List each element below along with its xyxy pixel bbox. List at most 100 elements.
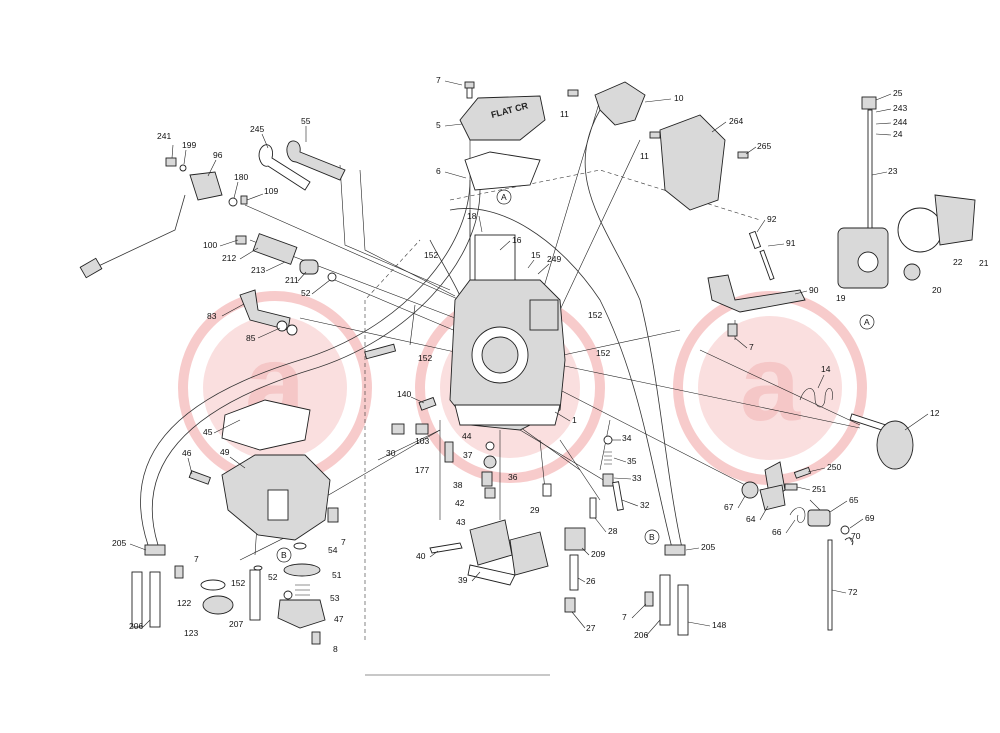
callout-label: 205 bbox=[112, 538, 126, 548]
callout-label: 152 bbox=[424, 250, 438, 260]
callout-label: 12 bbox=[930, 408, 940, 418]
callout-label: 85 bbox=[246, 333, 256, 343]
callout-label: 11 bbox=[640, 151, 649, 161]
callout-label: 211 bbox=[285, 275, 299, 285]
callout-label: 207 bbox=[229, 619, 243, 629]
callout-label: 90 bbox=[809, 285, 819, 295]
svg-text:a: a bbox=[740, 322, 801, 443]
callout-label: 36 bbox=[508, 472, 518, 482]
callout-label: 7 bbox=[622, 612, 627, 622]
callout-label: 19 bbox=[836, 293, 846, 303]
reference-marker-b bbox=[276, 547, 292, 563]
callout-label: 55 bbox=[301, 116, 311, 126]
callout-label: 249 bbox=[547, 254, 561, 264]
callout-label: 30 bbox=[386, 448, 396, 458]
callout-label: 23 bbox=[888, 166, 898, 176]
callout-label: 152 bbox=[418, 353, 432, 363]
callout-label: 29 bbox=[530, 505, 540, 515]
leader-lines bbox=[129, 80, 929, 637]
callout-label: 212 bbox=[222, 253, 236, 263]
callout-label: 16 bbox=[512, 235, 522, 245]
callout-label: 46 bbox=[182, 448, 192, 458]
pump-rod-assembly bbox=[707, 230, 806, 313]
watermark-logo-right: a bbox=[673, 291, 867, 485]
callout-label: 265 bbox=[757, 141, 771, 151]
oring-52-upper bbox=[327, 272, 337, 282]
throttle-sensor bbox=[79, 171, 223, 279]
callout-label: 103 bbox=[415, 436, 429, 446]
throttle-linkage-parts bbox=[741, 461, 854, 631]
callout-label: 24 bbox=[893, 129, 903, 139]
callout-label: 43 bbox=[456, 517, 466, 527]
air-screw-assembly bbox=[258, 140, 346, 191]
callout-label: 64 bbox=[746, 514, 756, 524]
callout-label: 20 bbox=[932, 285, 942, 295]
callout-label: 100 bbox=[203, 240, 217, 250]
callout-label: 40 bbox=[416, 551, 426, 561]
callout-label: 26 bbox=[586, 576, 596, 586]
callout-label: 244 bbox=[893, 117, 907, 127]
callout-label: 54 bbox=[328, 545, 338, 555]
callout-label: 140 bbox=[397, 389, 411, 399]
callout-label: 69 bbox=[865, 513, 875, 523]
pump-valves bbox=[602, 435, 624, 511]
callout-label: A bbox=[864, 317, 870, 327]
callout-label: 205 bbox=[701, 542, 715, 552]
carburetor-body bbox=[449, 234, 566, 431]
callout-label: 245 bbox=[250, 124, 264, 134]
float-bowl bbox=[221, 454, 331, 541]
callout-label: 37 bbox=[463, 450, 473, 460]
gasket bbox=[464, 151, 541, 191]
callout-label: 34 bbox=[622, 433, 632, 443]
callout-label: 52 bbox=[268, 572, 278, 582]
callout-label: 27 bbox=[586, 623, 596, 633]
fitting-103 bbox=[415, 423, 429, 435]
float-bowl-gasket bbox=[221, 399, 311, 451]
callout-label: 152 bbox=[231, 578, 245, 588]
callout-label: 6 bbox=[436, 166, 441, 176]
callout-labels: 7 5 6 241 199 96 245 55 180 109 100 212 … bbox=[112, 75, 989, 654]
callout-label: 11 bbox=[560, 109, 569, 119]
pin-152-left bbox=[364, 343, 397, 360]
callout-label: 42 bbox=[455, 498, 465, 508]
float bbox=[429, 519, 549, 586]
top-cover: FLAT CR bbox=[459, 95, 546, 141]
fitting-140 bbox=[418, 396, 437, 411]
fitting-30 bbox=[391, 423, 405, 435]
callout-label: 49 bbox=[220, 447, 230, 457]
callout-label: B bbox=[649, 532, 655, 542]
callout-label: 148 bbox=[712, 620, 726, 630]
callout-label: 209 bbox=[591, 549, 605, 559]
callout-label: 206 bbox=[129, 621, 143, 631]
callout-label: 28 bbox=[608, 526, 618, 536]
callout-label: 32 bbox=[640, 500, 650, 510]
needle-jet-stack bbox=[564, 497, 597, 613]
callout-label: 123 bbox=[184, 628, 198, 638]
callout-label: 67 bbox=[724, 502, 734, 512]
callout-label: 250 bbox=[827, 462, 841, 472]
jets-column bbox=[481, 441, 552, 499]
callout-label: 65 bbox=[849, 495, 859, 505]
callout-label: 243 bbox=[893, 103, 907, 113]
screw-241 bbox=[165, 157, 177, 167]
bottom-left-parts bbox=[131, 507, 339, 645]
callout-label: 18 bbox=[467, 211, 477, 221]
callout-label: 109 bbox=[264, 186, 278, 196]
callout-label: 5 bbox=[436, 120, 441, 130]
callout-label: 72 bbox=[848, 587, 858, 597]
callout-label: 35 bbox=[627, 456, 637, 466]
callout-label: 22 bbox=[953, 257, 963, 267]
callout-label: 213 bbox=[251, 265, 265, 275]
bottom-right-parts bbox=[644, 544, 689, 636]
callout-label: 47 bbox=[334, 614, 344, 624]
callout-label: 39 bbox=[458, 575, 468, 585]
accelerator-pump bbox=[837, 96, 976, 289]
callout-label: 241 bbox=[157, 131, 171, 141]
throttle-linkage-cover bbox=[567, 81, 749, 211]
callout-label: A bbox=[501, 192, 507, 202]
throttle-shaft bbox=[849, 413, 914, 470]
reference-marker-a bbox=[496, 189, 512, 205]
reference-marker-b bbox=[644, 529, 660, 545]
callout-label: 83 bbox=[207, 311, 217, 321]
callout-label: B bbox=[281, 550, 287, 560]
